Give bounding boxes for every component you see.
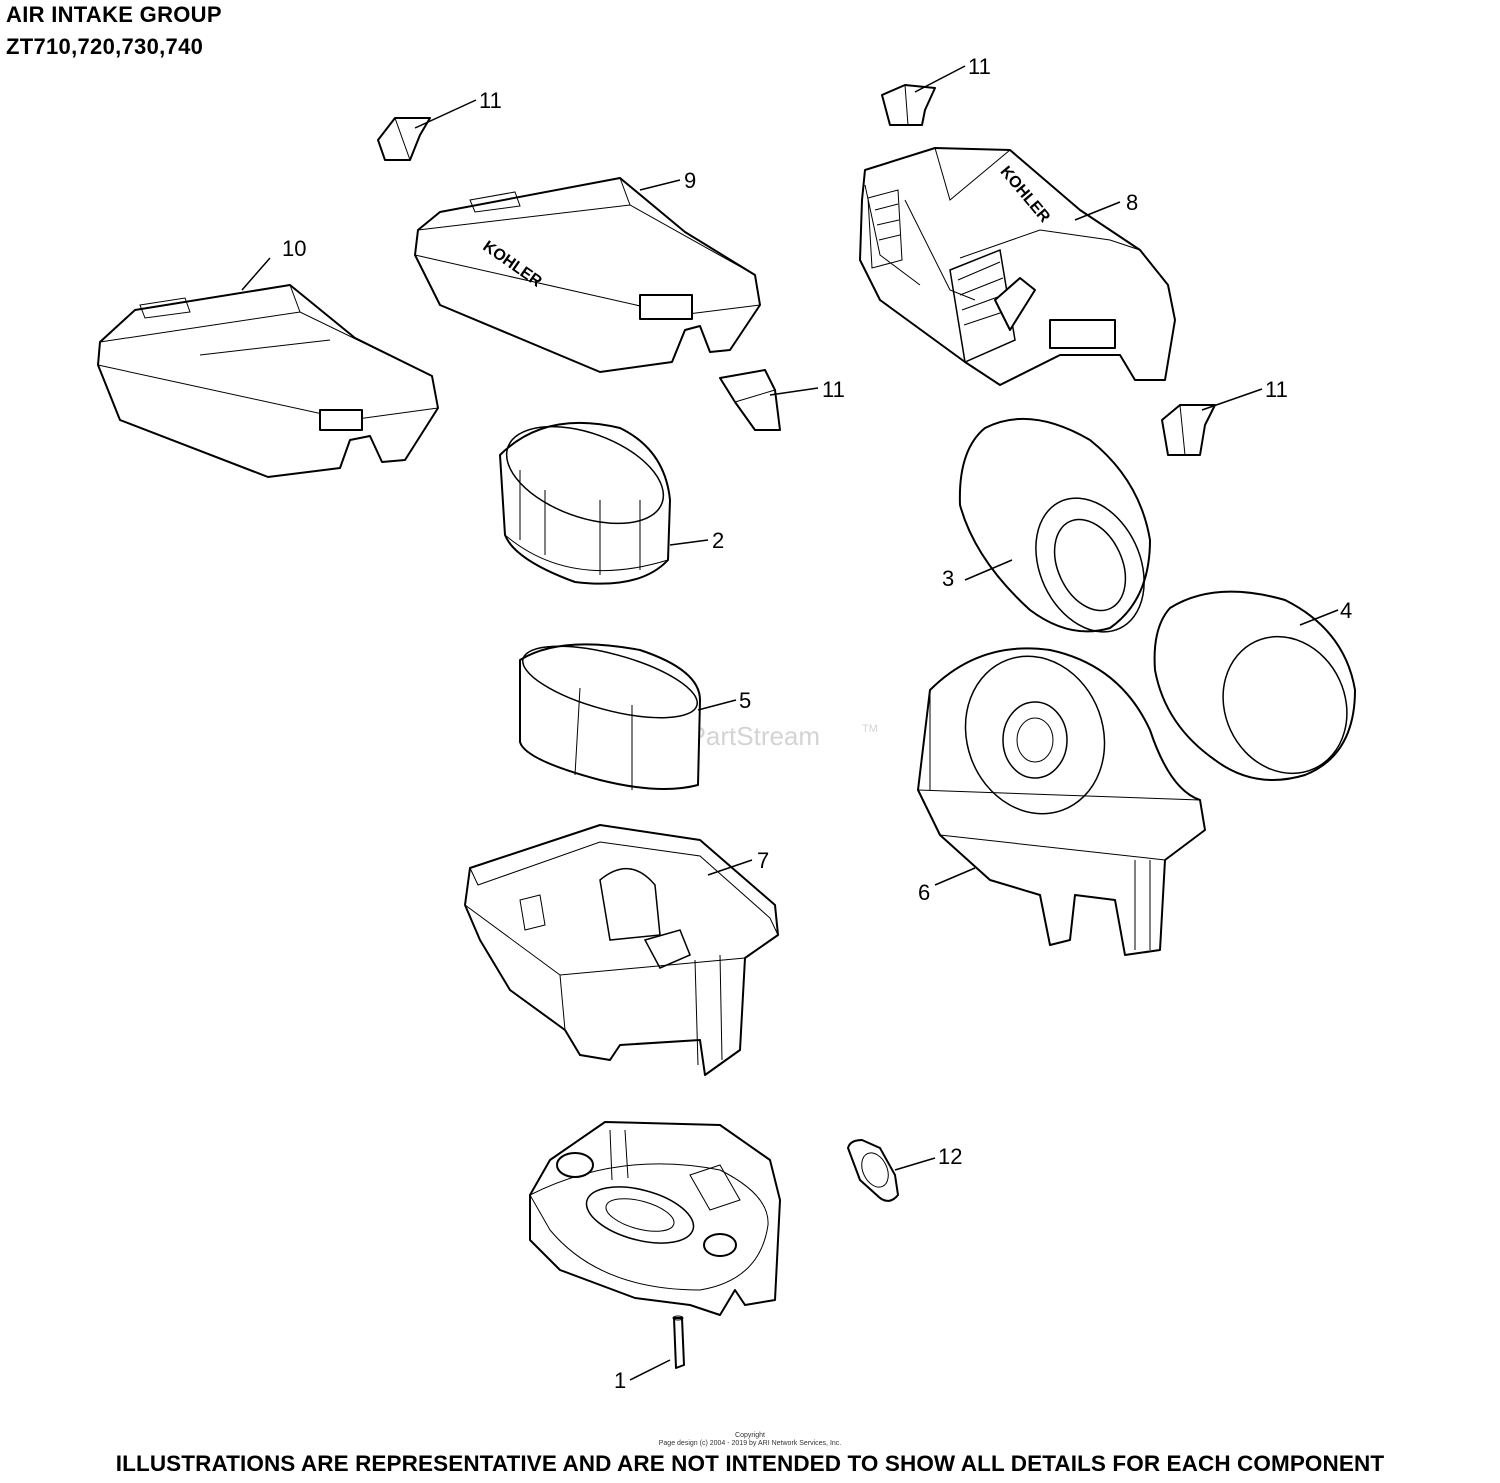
callout-6[interactable]: 6 — [918, 880, 930, 905]
copyright-notice: Copyright Page design (c) 2004 - 2019 by… — [650, 1432, 850, 1448]
leader-3 — [964, 559, 1013, 581]
callout-12[interactable]: 12 — [938, 1144, 962, 1169]
intake-base-plate — [529, 1121, 781, 1316]
leader-10 — [241, 257, 271, 291]
part-11-clip-a[interactable] — [377, 117, 431, 161]
disclaimer-footer: ILLUSTRATIONS ARE REPRESENTATIVE AND ARE… — [115, 1451, 1385, 1476]
part-4-sleeve[interactable] — [1153, 590, 1369, 794]
leader-11b — [914, 65, 966, 93]
callout-3[interactable]: 3 — [942, 566, 954, 591]
leader-5 — [697, 699, 737, 711]
part-2-filter-element[interactable] — [494, 407, 677, 585]
callout-1[interactable]: 1 — [614, 1368, 626, 1393]
watermark-tm: TM — [862, 723, 878, 735]
callout-11[interactable]: 11 — [822, 377, 845, 402]
part-3-cylinder-filter[interactable] — [958, 417, 1165, 650]
leader-11d — [1201, 388, 1263, 411]
diagram-title: AIR INTAKE GROUP — [6, 2, 222, 27]
callout-5[interactable]: 5 — [739, 688, 751, 713]
callout-11[interactable]: 11 — [968, 54, 991, 79]
part-11-clip-d[interactable] — [1161, 404, 1216, 456]
callout-7[interactable]: 7 — [757, 848, 769, 873]
part-7-base-housing[interactable] — [464, 824, 779, 1076]
callout-9[interactable]: 9 — [684, 168, 696, 193]
part-5-precleaner[interactable] — [516, 632, 704, 790]
part-11-clip-b[interactable] — [881, 84, 936, 126]
leader-11c — [769, 387, 819, 396]
copyright-line-1: Copyright — [735, 1432, 765, 1439]
leader-11a — [414, 99, 477, 129]
callout-11[interactable]: 11 — [479, 88, 502, 113]
leader-1 — [629, 1359, 671, 1381]
callout-11[interactable]: 11 — [1265, 377, 1288, 402]
part-1-pin[interactable] — [672, 1315, 685, 1369]
part-6-base-assembly[interactable] — [917, 637, 1206, 956]
callout-10[interactable]: 10 — [282, 236, 306, 261]
leader-7 — [707, 859, 753, 876]
leader-8 — [1074, 201, 1121, 221]
leader-9 — [639, 179, 681, 191]
part-10-cover[interactable] — [97, 284, 439, 478]
callout-2[interactable]: 2 — [712, 528, 724, 553]
copyright-line-2: Page design (c) 2004 - 2019 by ARI Netwo… — [658, 1440, 842, 1447]
leader-2 — [669, 539, 709, 546]
part-12-gasket[interactable] — [847, 1139, 899, 1202]
leader-12 — [894, 1157, 936, 1171]
callout-4[interactable]: 4 — [1340, 598, 1352, 623]
callout-8[interactable]: 8 — [1126, 190, 1138, 215]
model-list: ZT710,720,730,740 — [6, 34, 204, 59]
part-9-cover[interactable]: KOHLER — [414, 177, 761, 373]
part-8-housing[interactable]: KOHLER — [859, 147, 1176, 386]
leader-4 — [1299, 609, 1339, 626]
leader-6 — [934, 867, 976, 886]
part-11-clip-c[interactable] — [719, 369, 781, 431]
